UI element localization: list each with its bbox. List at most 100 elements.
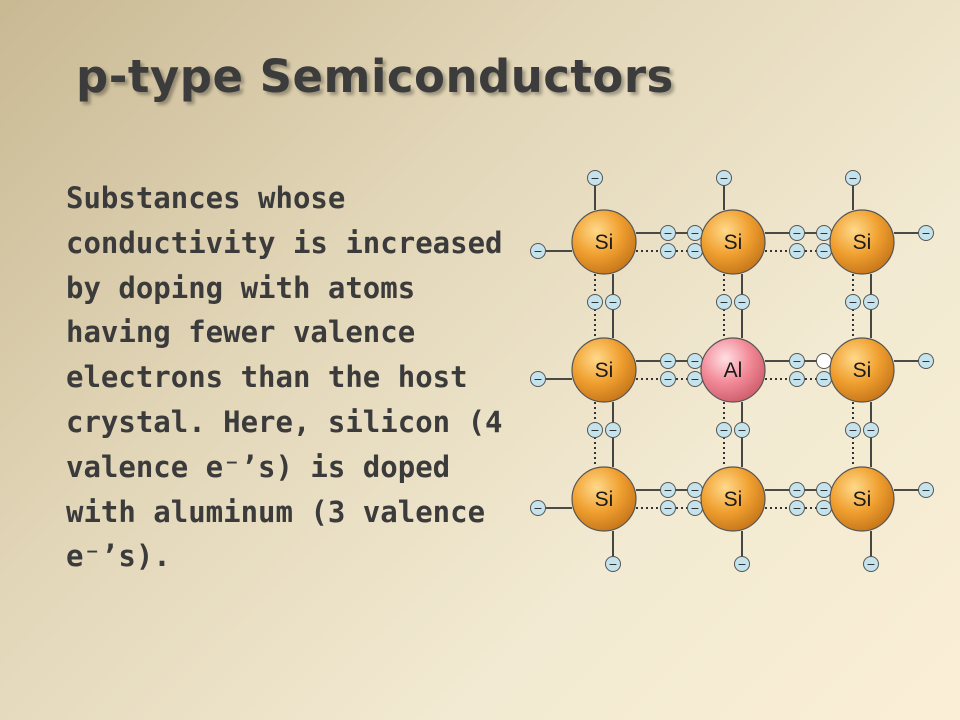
atom-label: Si: [595, 359, 614, 382]
electron-sign: −: [690, 502, 699, 515]
electron-sign: −: [663, 484, 672, 497]
electron-sign: −: [848, 172, 857, 185]
silicon-atom: Si: [571, 466, 637, 532]
electron-sign: −: [590, 172, 599, 185]
electron-sign: −: [663, 355, 672, 368]
electron-icon: −: [530, 500, 546, 516]
electron-icon: −: [605, 556, 621, 572]
electron-icon: −: [863, 422, 879, 438]
atom-label: Si: [853, 359, 872, 382]
electron-icon: −: [687, 225, 703, 241]
electron-sign: −: [608, 424, 617, 437]
electron-sign: −: [921, 355, 930, 368]
electron-icon: −: [605, 422, 621, 438]
electron-icon: −: [660, 371, 676, 387]
slide-body-text: Substances whose conductivity is increas…: [66, 176, 526, 579]
electron-icon: −: [734, 556, 750, 572]
electron-icon: −: [687, 353, 703, 369]
atom-label: Si: [724, 488, 743, 511]
silicon-atom: Si: [700, 209, 766, 275]
electron-icon: −: [789, 225, 805, 241]
body-line: by doping with atoms: [66, 270, 416, 305]
electron-sign: −: [819, 484, 828, 497]
electron-sign: −: [690, 355, 699, 368]
electron-icon: −: [845, 422, 861, 438]
electron-icon: −: [789, 371, 805, 387]
aluminum-atom: Al: [700, 337, 766, 403]
electron-icon: −: [716, 422, 732, 438]
silicon-atom: Si: [829, 337, 895, 403]
body-line: valence e⁻’s) is doped: [66, 449, 451, 484]
electron-icon: −: [605, 294, 621, 310]
electron-sign: −: [792, 373, 801, 386]
silicon-atom: Si: [571, 337, 637, 403]
electron-icon: −: [734, 422, 750, 438]
electron-sign: −: [866, 424, 875, 437]
electron-icon: −: [687, 243, 703, 259]
body-line: electrons than the host: [66, 360, 468, 395]
electron-sign: −: [719, 172, 728, 185]
electron-sign: −: [792, 245, 801, 258]
electron-sign: −: [663, 373, 672, 386]
electron-sign: −: [663, 502, 672, 515]
electron-icon: −: [660, 243, 676, 259]
electron-icon: −: [816, 225, 832, 241]
electron-icon: −: [587, 170, 603, 186]
atom-label: Si: [724, 231, 743, 254]
electron-sign: −: [819, 227, 828, 240]
electron-icon: −: [587, 294, 603, 310]
body-line: conductivity is increased: [66, 225, 503, 260]
electron-sign: −: [663, 245, 672, 258]
electron-icon: −: [918, 225, 934, 241]
silicon-atom: Si: [829, 466, 895, 532]
electron-icon: −: [918, 353, 934, 369]
electron-icon: −: [816, 243, 832, 259]
body-line: having fewer valence: [66, 315, 416, 350]
electron-sign: −: [819, 373, 828, 386]
electron-sign: −: [690, 227, 699, 240]
electron-sign: −: [533, 245, 542, 258]
body-line: with aluminum (3 valence: [66, 494, 486, 529]
atom-label: Si: [595, 488, 614, 511]
electron-icon: −: [734, 294, 750, 310]
electron-sign: −: [590, 296, 599, 309]
electron-icon: −: [789, 353, 805, 369]
silicon-atom: Si: [571, 209, 637, 275]
electron-icon: −: [918, 482, 934, 498]
electron-icon: −: [530, 243, 546, 259]
electron-sign: −: [737, 424, 746, 437]
electron-sign: −: [690, 484, 699, 497]
body-line: crystal. Here, silicon (4: [66, 404, 503, 439]
electron-sign: −: [590, 424, 599, 437]
electron-sign: −: [792, 484, 801, 497]
electron-sign: −: [719, 296, 728, 309]
electron-icon: −: [660, 500, 676, 516]
electron-icon: −: [816, 371, 832, 387]
hole-icon: [816, 353, 832, 369]
electron-sign: −: [533, 502, 542, 515]
electron-sign: −: [533, 373, 542, 386]
slide-title: p-type Semiconductors: [76, 50, 674, 103]
electron-sign: −: [663, 227, 672, 240]
electron-sign: −: [792, 227, 801, 240]
silicon-atom: Si: [829, 209, 895, 275]
electron-icon: −: [845, 170, 861, 186]
electron-icon: −: [845, 294, 861, 310]
electron-icon: −: [863, 294, 879, 310]
electron-icon: −: [660, 225, 676, 241]
electron-icon: −: [660, 353, 676, 369]
electron-sign: −: [690, 245, 699, 258]
electron-icon: −: [716, 170, 732, 186]
electron-icon: −: [687, 482, 703, 498]
electron-sign: −: [866, 558, 875, 571]
electron-icon: −: [816, 500, 832, 516]
electron-sign: −: [848, 296, 857, 309]
electron-icon: −: [530, 371, 546, 387]
electron-icon: −: [863, 556, 879, 572]
electron-sign: −: [608, 296, 617, 309]
electron-icon: −: [816, 482, 832, 498]
atom-label: Si: [853, 488, 872, 511]
atom-label: Si: [853, 231, 872, 254]
electron-sign: −: [921, 484, 930, 497]
electron-icon: −: [716, 294, 732, 310]
